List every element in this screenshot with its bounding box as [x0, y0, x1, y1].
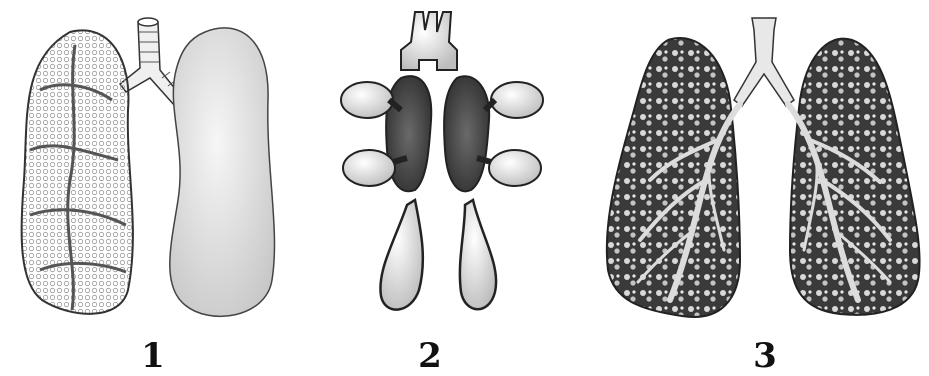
trachea-3 [734, 18, 794, 106]
label-1: 1 [133, 336, 173, 376]
left-lung-chambered [22, 30, 133, 313]
air-sac-left-lower [380, 200, 422, 310]
air-sac-left-middle [343, 150, 395, 186]
lung-diagram-1 [0, 0, 310, 330]
right-lung-alveolar [790, 39, 920, 315]
lung-diagram-3 [590, 0, 929, 330]
label-2: 2 [410, 336, 450, 376]
air-sac-right-lower [460, 200, 496, 309]
air-sac-right-upper [491, 82, 543, 118]
lung-2-drawing [315, 0, 580, 330]
right-lung-dark [444, 76, 489, 191]
lung-3-drawing [590, 0, 929, 330]
label-3: 3 [745, 336, 785, 376]
lung-1-drawing [0, 0, 310, 330]
right-lung-smooth [170, 28, 275, 316]
air-sac-right-middle [489, 150, 541, 186]
left-lung-alveolar [607, 38, 740, 317]
lung-diagram-2 [315, 0, 580, 330]
trachea-2 [401, 12, 457, 70]
air-sac-left-upper [341, 82, 393, 118]
